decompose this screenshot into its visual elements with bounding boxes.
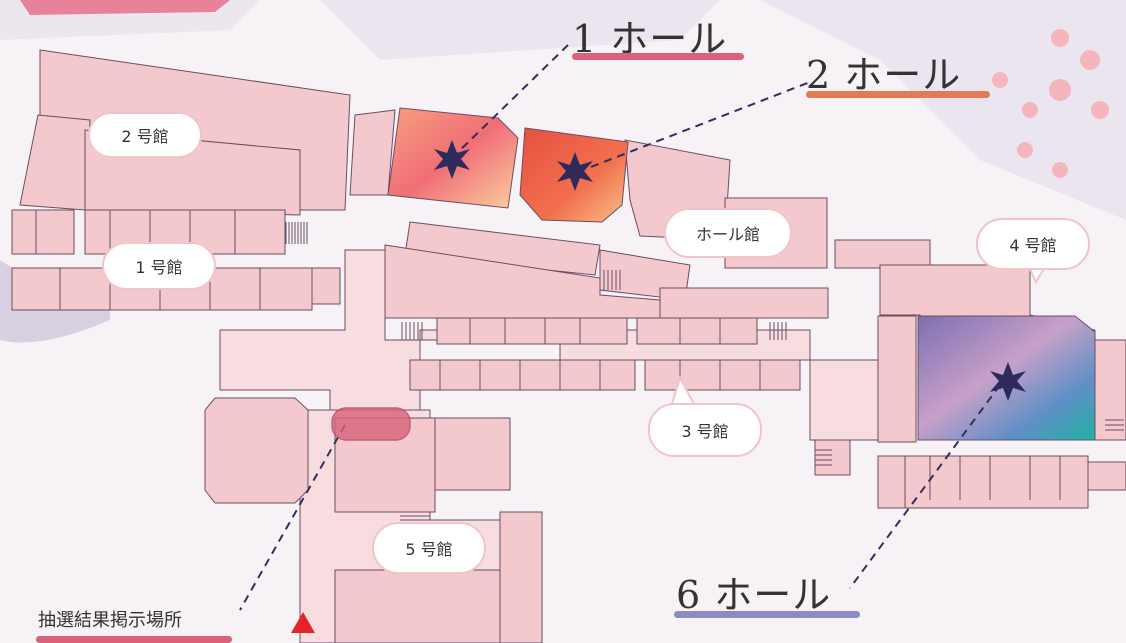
building-4-label[interactable]: 4 号館 bbox=[976, 218, 1090, 270]
building-5-label[interactable]: 5 号館 bbox=[372, 522, 486, 574]
hall-6-underline bbox=[674, 611, 860, 618]
notice-location-label: 抽選結果掲示場所 bbox=[38, 610, 182, 631]
hall-1-underline bbox=[572, 53, 744, 60]
hall-1-star-icon bbox=[434, 140, 470, 179]
building-5 bbox=[204, 397, 543, 643]
hall-2-underline bbox=[806, 91, 990, 98]
hall-2-title: 2 ホール bbox=[806, 53, 962, 97]
building-3 bbox=[409, 317, 801, 391]
hall-2-star-icon bbox=[557, 152, 593, 191]
notice-underline bbox=[36, 636, 232, 643]
hall-6-title: 6 ホール bbox=[676, 573, 832, 617]
leader-lines bbox=[239, 44, 1001, 611]
building-1-label[interactable]: 1 号館 bbox=[102, 242, 216, 290]
triangle-icon bbox=[291, 612, 315, 633]
hall-6-star-icon bbox=[990, 362, 1026, 401]
hall-building-label[interactable]: ホール館 bbox=[664, 208, 792, 258]
notice-location-highlight[interactable] bbox=[331, 407, 411, 441]
building-3-label[interactable]: 3 号館 bbox=[648, 403, 762, 457]
stairs bbox=[285, 222, 1124, 525]
building-2-label[interactable]: 2 号館 bbox=[88, 112, 202, 158]
